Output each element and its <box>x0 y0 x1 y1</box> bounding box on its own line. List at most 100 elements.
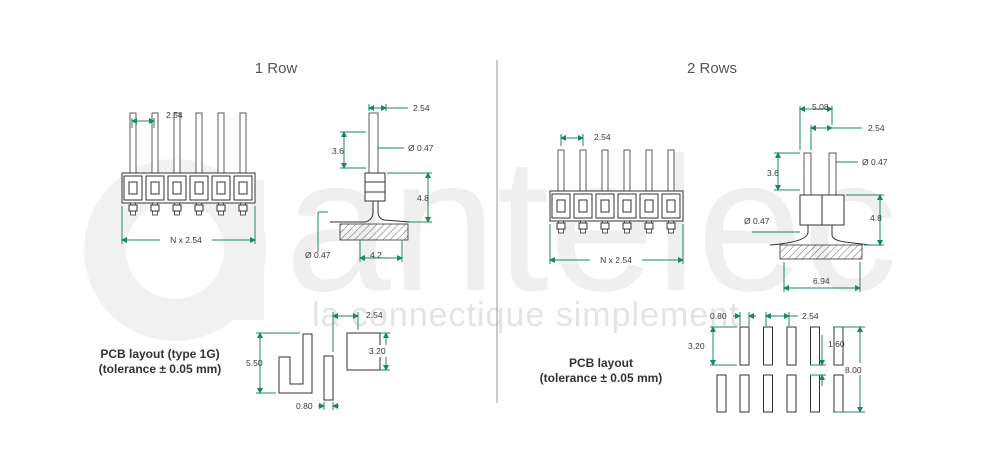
one-row-insulator-bushing <box>150 181 160 195</box>
one-row-tail-collar <box>216 204 226 212</box>
two-rows-pad-bottom <box>716 374 727 413</box>
one-row-tail-collar <box>194 204 204 212</box>
one-row-length-dim: N x 2.54 <box>170 235 202 245</box>
one-row-insulator-dim: 4.8 <box>417 193 429 203</box>
one-row-pin <box>239 112 247 174</box>
two-rows-pcb-label-line2: (tolerance ± 0.05 mm) <box>540 371 663 385</box>
two-rows-title: 2 Rows <box>687 60 737 77</box>
two-rows-tail-collar <box>600 222 610 230</box>
two-rows-pcb-label-line1: PCB layout <box>569 356 633 370</box>
two-rows-pcb-layout: PCB layout (tolerance ± 0.05 mm) 0.80 2.… <box>540 311 868 413</box>
one-row-pin <box>217 112 225 174</box>
two-rows-side-view: 5.08 2.54 3.6 Ø 0.47 4.8 Ø 0.47 6.94 <box>744 102 888 292</box>
two-rows-length-dim: N x 2.54 <box>600 255 632 265</box>
two-rows-pad-bottom <box>739 374 750 413</box>
two-rows-insulator-bushing <box>578 199 588 213</box>
one-row-insulator-cell <box>145 175 165 201</box>
two-rows-insulator-cell <box>661 193 681 219</box>
two-rows-insulator-bushing <box>622 199 632 213</box>
two-rows-pcb-section <box>779 244 863 260</box>
two-rows-insulator-cell <box>551 193 571 219</box>
one-row-insulator-cell <box>211 175 231 201</box>
two-rows-front-view: 2.54 N x 2.54 <box>549 132 684 265</box>
two-rows-pin <box>579 149 587 192</box>
one-row-insulator-bushing <box>216 181 226 195</box>
one-row-tail-collar <box>172 204 182 212</box>
two-rows-insulator-bushing <box>600 199 610 213</box>
one-row-pad-pitch-dim: 2.54 <box>366 310 383 320</box>
two-rows-insulator-cell <box>617 193 637 219</box>
two-rows-pad-pitch-dim: 2.54 <box>802 311 819 321</box>
two-rows-gap-dim: 1.60 <box>828 339 845 349</box>
one-row-insulator-bushing <box>128 181 138 195</box>
two-rows-pad-bottom <box>763 374 773 413</box>
two-rows-insulator-bushing <box>644 199 654 213</box>
one-row-front-pins <box>129 112 247 174</box>
one-row-insulator-cell <box>167 175 187 201</box>
two-rows-pin <box>645 149 653 192</box>
two-rows-pad-bottom <box>786 374 797 413</box>
one-row-insulator-bushing <box>194 181 204 195</box>
two-rows-insulator-cell <box>639 193 659 219</box>
two-rows-tail-collar <box>666 222 676 230</box>
two-rows-insulator-cell <box>595 193 615 219</box>
two-rows-tail-collar <box>556 222 566 230</box>
two-rows-pin <box>667 149 675 192</box>
one-row-tail-collar <box>238 204 248 212</box>
two-rows-pin-dia-top-dim: Ø 0.47 <box>862 157 888 167</box>
two-rows-pin-dia-bottom-dim: Ø 0.47 <box>744 216 770 226</box>
one-row-pcb-section <box>339 223 409 241</box>
one-row-title: 1 Row <box>255 60 298 77</box>
one-row-pad-width-dim: 0.80 <box>296 401 313 411</box>
two-rows-pad-width-dim: 0.80 <box>710 311 727 321</box>
two-rows-pad-top <box>786 326 797 366</box>
two-rows-tail-collar <box>622 222 632 230</box>
two-rows-insulator-dim: 4.8 <box>870 213 882 223</box>
two-rows-tail-collar <box>644 222 654 230</box>
two-rows-row-spacing-dim: 5.08 <box>812 102 829 112</box>
one-row-front-view: 2.54 N x 2.54 <box>121 110 256 245</box>
one-row-pad-height-dim: 3.20 <box>369 346 386 356</box>
one-row-pitch-dim: 2.54 <box>166 110 183 120</box>
two-rows-insulator-bushing <box>556 199 566 213</box>
one-row-pcb-layout: PCB layout (type 1G) (tolerance ± 0.05 m… <box>99 310 390 411</box>
one-row-pin-dia-bottom-dim: Ø 0.47 <box>305 250 331 260</box>
two-rows-pad-bottom <box>833 374 844 413</box>
two-rows-pin <box>557 149 565 192</box>
two-rows-side-pitch-dim: 2.54 <box>868 123 885 133</box>
one-row-pin <box>129 112 137 174</box>
one-row-insulator-bushing <box>172 181 182 195</box>
one-row-tail-collar <box>150 204 160 212</box>
one-row-insulator-bushing <box>238 181 248 195</box>
two-rows-pitch-dim: 2.54 <box>594 132 611 142</box>
two-rows-pad-top <box>763 326 773 366</box>
one-row-hole-height-dim: 5.50 <box>246 358 263 368</box>
one-row-insulator <box>121 172 256 204</box>
two-rows-pin <box>601 149 609 192</box>
one-row-side-pitch-dim: 2.54 <box>413 103 430 113</box>
one-row-pin <box>151 112 159 174</box>
two-rows-insulator-cell <box>573 193 593 219</box>
one-row-side-view: 2.54 3.6 Ø 0.47 4.8 Ø 0.47 4.2 <box>305 103 434 262</box>
two-rows-insulator <box>549 190 684 222</box>
two-rows-pad-top <box>739 326 750 366</box>
one-row-insulator-cell <box>233 175 253 201</box>
one-row-pin <box>195 112 203 174</box>
two-rows-pad-top <box>810 326 820 366</box>
one-row-pin-dia-top-dim: Ø 0.47 <box>408 143 434 153</box>
one-row-pcb-label-line1: PCB layout (type 1G) <box>100 347 219 361</box>
two-rows-pad-height-dim: 3.20 <box>688 341 705 351</box>
one-row-tail-dim: 4.2 <box>370 250 382 260</box>
two-rows-tail-dim: 6.94 <box>813 276 830 286</box>
one-row-pin <box>173 112 181 174</box>
two-rows-tail-collar <box>578 222 588 230</box>
watermark-tagline: la connectique simplement <box>312 296 740 334</box>
two-rows-total-dim: 8.00 <box>845 365 862 375</box>
one-row-insulator-cell <box>123 175 143 201</box>
two-rows-insulator-bushing <box>666 199 676 213</box>
two-rows-pin-top-dim: 3.6 <box>767 168 779 178</box>
two-rows-pin <box>623 149 631 192</box>
two-rows-pad-bottom <box>810 374 820 413</box>
one-row-insulator-cell <box>189 175 209 201</box>
